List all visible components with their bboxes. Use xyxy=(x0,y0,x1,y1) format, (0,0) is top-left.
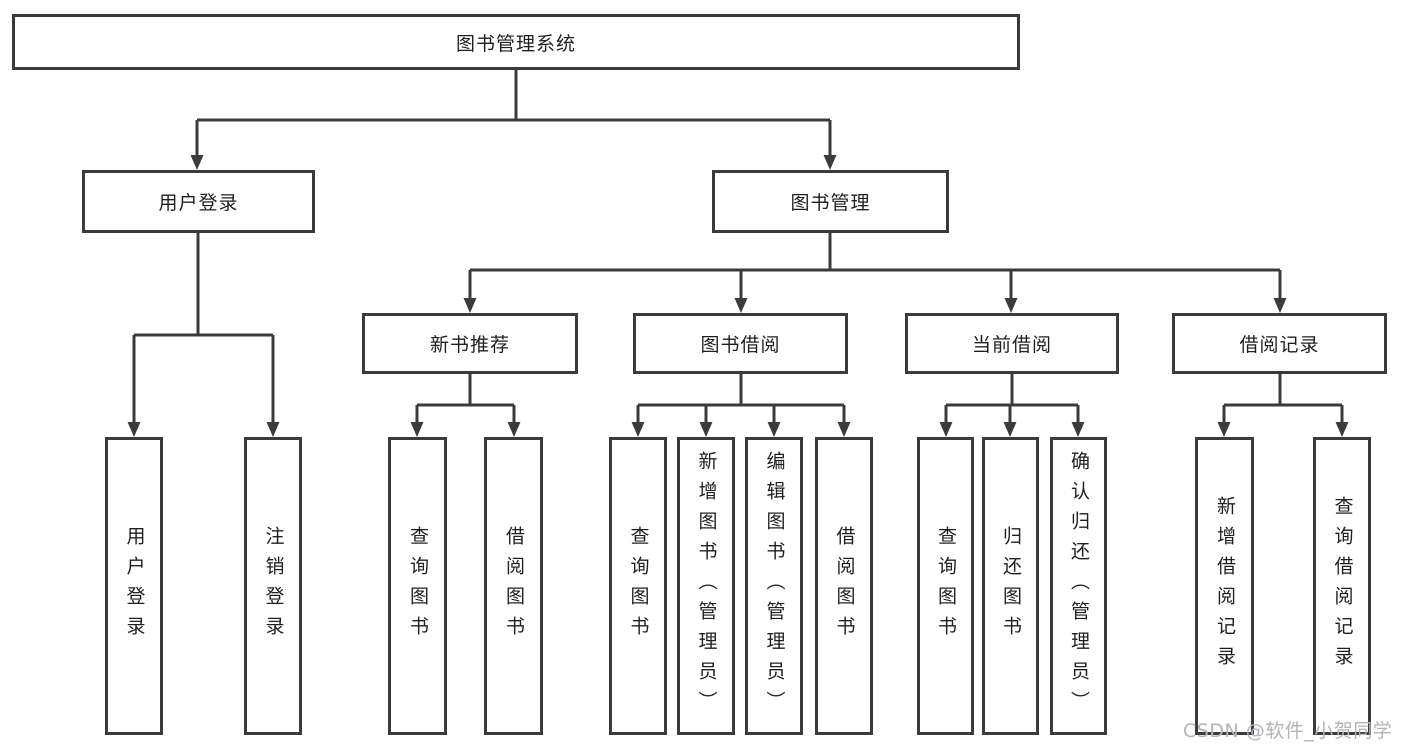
leaf-user-login: 用户登录 xyxy=(105,437,163,735)
csdn-watermark: CSDN @软件_小贺同学 xyxy=(1183,720,1393,742)
node-book-borrowing: 图书借阅 xyxy=(633,313,848,374)
node-user-login: 用户登录 xyxy=(82,170,315,233)
leaf-add-borrow-record: 新增借阅记录 xyxy=(1195,437,1254,735)
leaf-confirm-return-admin: 确认归还（管理员） xyxy=(1050,437,1107,735)
leaf-query-books-borrowing: 查询图书 xyxy=(609,437,667,735)
node-root-library-system: 图书管理系统 xyxy=(12,14,1020,70)
node-new-book-recommend: 新书推荐 xyxy=(362,313,578,374)
leaf-logout: 注销登录 xyxy=(244,437,302,735)
leaf-borrow-books-borrowing: 借阅图书 xyxy=(815,437,873,735)
leaf-query-books-recommend: 查询图书 xyxy=(388,437,447,735)
arrowhead-icons xyxy=(127,155,1349,437)
leaf-add-books-admin: 新增图书（管理员） xyxy=(677,437,735,735)
node-book-management: 图书管理 xyxy=(712,170,949,233)
leaf-edit-books-admin: 编辑图书（管理员） xyxy=(745,437,803,735)
node-borrow-records: 借阅记录 xyxy=(1172,313,1387,374)
leaf-query-books-current: 查询图书 xyxy=(917,437,974,735)
leaf-query-borrow-record: 查询借阅记录 xyxy=(1313,437,1371,735)
leaf-return-books: 归还图书 xyxy=(982,437,1039,735)
leaf-borrow-books-recommend: 借阅图书 xyxy=(484,437,543,735)
node-current-borrowing: 当前借阅 xyxy=(905,313,1119,374)
